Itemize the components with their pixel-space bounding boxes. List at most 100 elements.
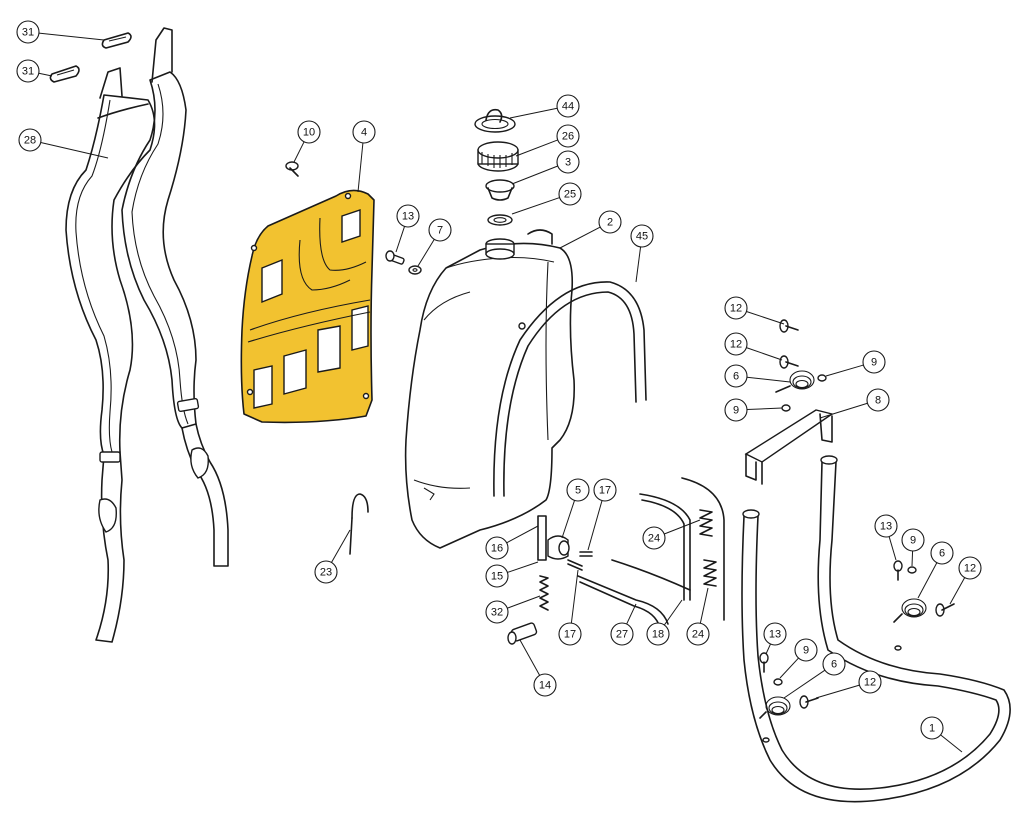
leader-line — [911, 550, 914, 567]
callout-label: 13 — [769, 629, 781, 641]
callout-17: 17 — [558, 569, 582, 646]
callout-31: 31 — [16, 59, 53, 83]
part-16-tube — [537, 515, 547, 561]
leader-line — [825, 364, 864, 377]
leader-line — [746, 311, 785, 325]
callout-label: 9 — [871, 357, 877, 369]
part-6-torsion-spring-mid — [893, 598, 927, 623]
part-9-nuts-upper — [781, 374, 827, 412]
callout-circle — [18, 128, 42, 152]
callout-14: 14 — [519, 639, 557, 697]
part-12-screw-mid — [935, 603, 955, 617]
callout-7: 7 — [417, 218, 452, 267]
callout-26: 26 — [515, 124, 580, 157]
callout-circle — [485, 600, 509, 624]
leader-line — [40, 141, 109, 159]
callout-label: 17 — [564, 629, 576, 641]
callout-12: 12 — [815, 670, 882, 699]
leader-line — [507, 595, 541, 609]
leader-line — [746, 407, 783, 411]
callout-15: 15 — [485, 561, 539, 588]
leader-line — [506, 525, 539, 544]
part-14-nozzle — [507, 622, 538, 645]
callout-label: 6 — [733, 371, 739, 383]
callout-6: 6 — [724, 364, 791, 388]
leader-line — [783, 669, 826, 699]
part-13-bolt-mid — [893, 560, 903, 581]
callout-label: 2 — [607, 217, 613, 229]
leader-line — [663, 599, 683, 626]
callout-circle — [485, 564, 509, 588]
part-5-valve — [547, 535, 570, 560]
leader-line — [509, 107, 558, 119]
callout-6: 6 — [783, 652, 846, 699]
callout-28: 28 — [18, 128, 109, 159]
callout-label: 24 — [648, 533, 660, 545]
part-27-lever-rod — [577, 575, 669, 629]
part-32-spring — [539, 575, 549, 611]
callout-circle — [593, 478, 617, 502]
part-13-bolt — [385, 250, 405, 265]
callout-label: 9 — [803, 645, 809, 657]
callout-label: 6 — [831, 659, 837, 671]
part-4-back-plate — [240, 189, 375, 424]
callout-label: 13 — [880, 521, 892, 533]
callout-13: 13 — [395, 204, 420, 253]
callout-circle — [352, 120, 376, 144]
callout-12: 12 — [949, 556, 982, 605]
callout-circle — [874, 514, 898, 538]
callout-circle — [533, 673, 557, 697]
callout-circle — [610, 622, 634, 646]
callout-circle — [866, 388, 890, 412]
callout-circle — [858, 670, 882, 694]
callout-label: 8 — [875, 395, 881, 407]
leader-line — [815, 684, 860, 699]
part-25-gasket — [487, 214, 513, 226]
leader-line — [417, 239, 435, 267]
callout-label: 24 — [692, 629, 704, 641]
callout-circle — [930, 541, 954, 565]
leader-line — [587, 500, 603, 551]
callout-12: 12 — [724, 332, 783, 361]
leader-line — [819, 402, 868, 419]
callout-24: 24 — [642, 519, 701, 550]
callout-32: 32 — [485, 595, 541, 624]
callout-25: 25 — [511, 182, 582, 215]
part-28-shoulder-straps — [65, 27, 229, 643]
callout-circle — [724, 332, 748, 356]
callout-circle — [686, 622, 710, 646]
callout-circle — [556, 124, 580, 148]
callout-24: 24 — [686, 587, 710, 646]
leader-line — [746, 347, 783, 361]
callout-circle — [646, 622, 670, 646]
part-6-torsion-spring-upper — [775, 370, 815, 393]
callout-circle — [396, 204, 420, 228]
leader-line — [515, 139, 558, 157]
leader-line — [38, 32, 105, 41]
callout-circle — [642, 526, 666, 550]
callout-circle — [920, 716, 944, 740]
part-44-cap-strap — [474, 108, 516, 133]
leader-line — [331, 529, 351, 563]
callout-circle — [901, 528, 925, 552]
callout-label: 12 — [964, 563, 976, 575]
callout-circle — [724, 398, 748, 422]
callout-5: 5 — [561, 478, 590, 539]
callout-17: 17 — [587, 478, 617, 551]
callout-4: 4 — [352, 120, 376, 193]
callout-label: 23 — [320, 567, 332, 579]
part-45-frame-loop — [493, 281, 647, 497]
leader-line — [511, 165, 558, 185]
callout-label: 26 — [562, 131, 574, 143]
part-31-buckles — [49, 32, 132, 83]
callout-label: 18 — [652, 629, 664, 641]
callout-circle — [485, 536, 509, 560]
part-6-torsion-spring-low — [759, 696, 791, 719]
callout-13: 13 — [874, 514, 898, 561]
part-24-springs — [699, 509, 717, 587]
callout-label: 12 — [730, 303, 742, 315]
leader-line — [779, 657, 799, 679]
callout-13: 13 — [763, 622, 787, 655]
part-2-tank — [404, 229, 576, 549]
